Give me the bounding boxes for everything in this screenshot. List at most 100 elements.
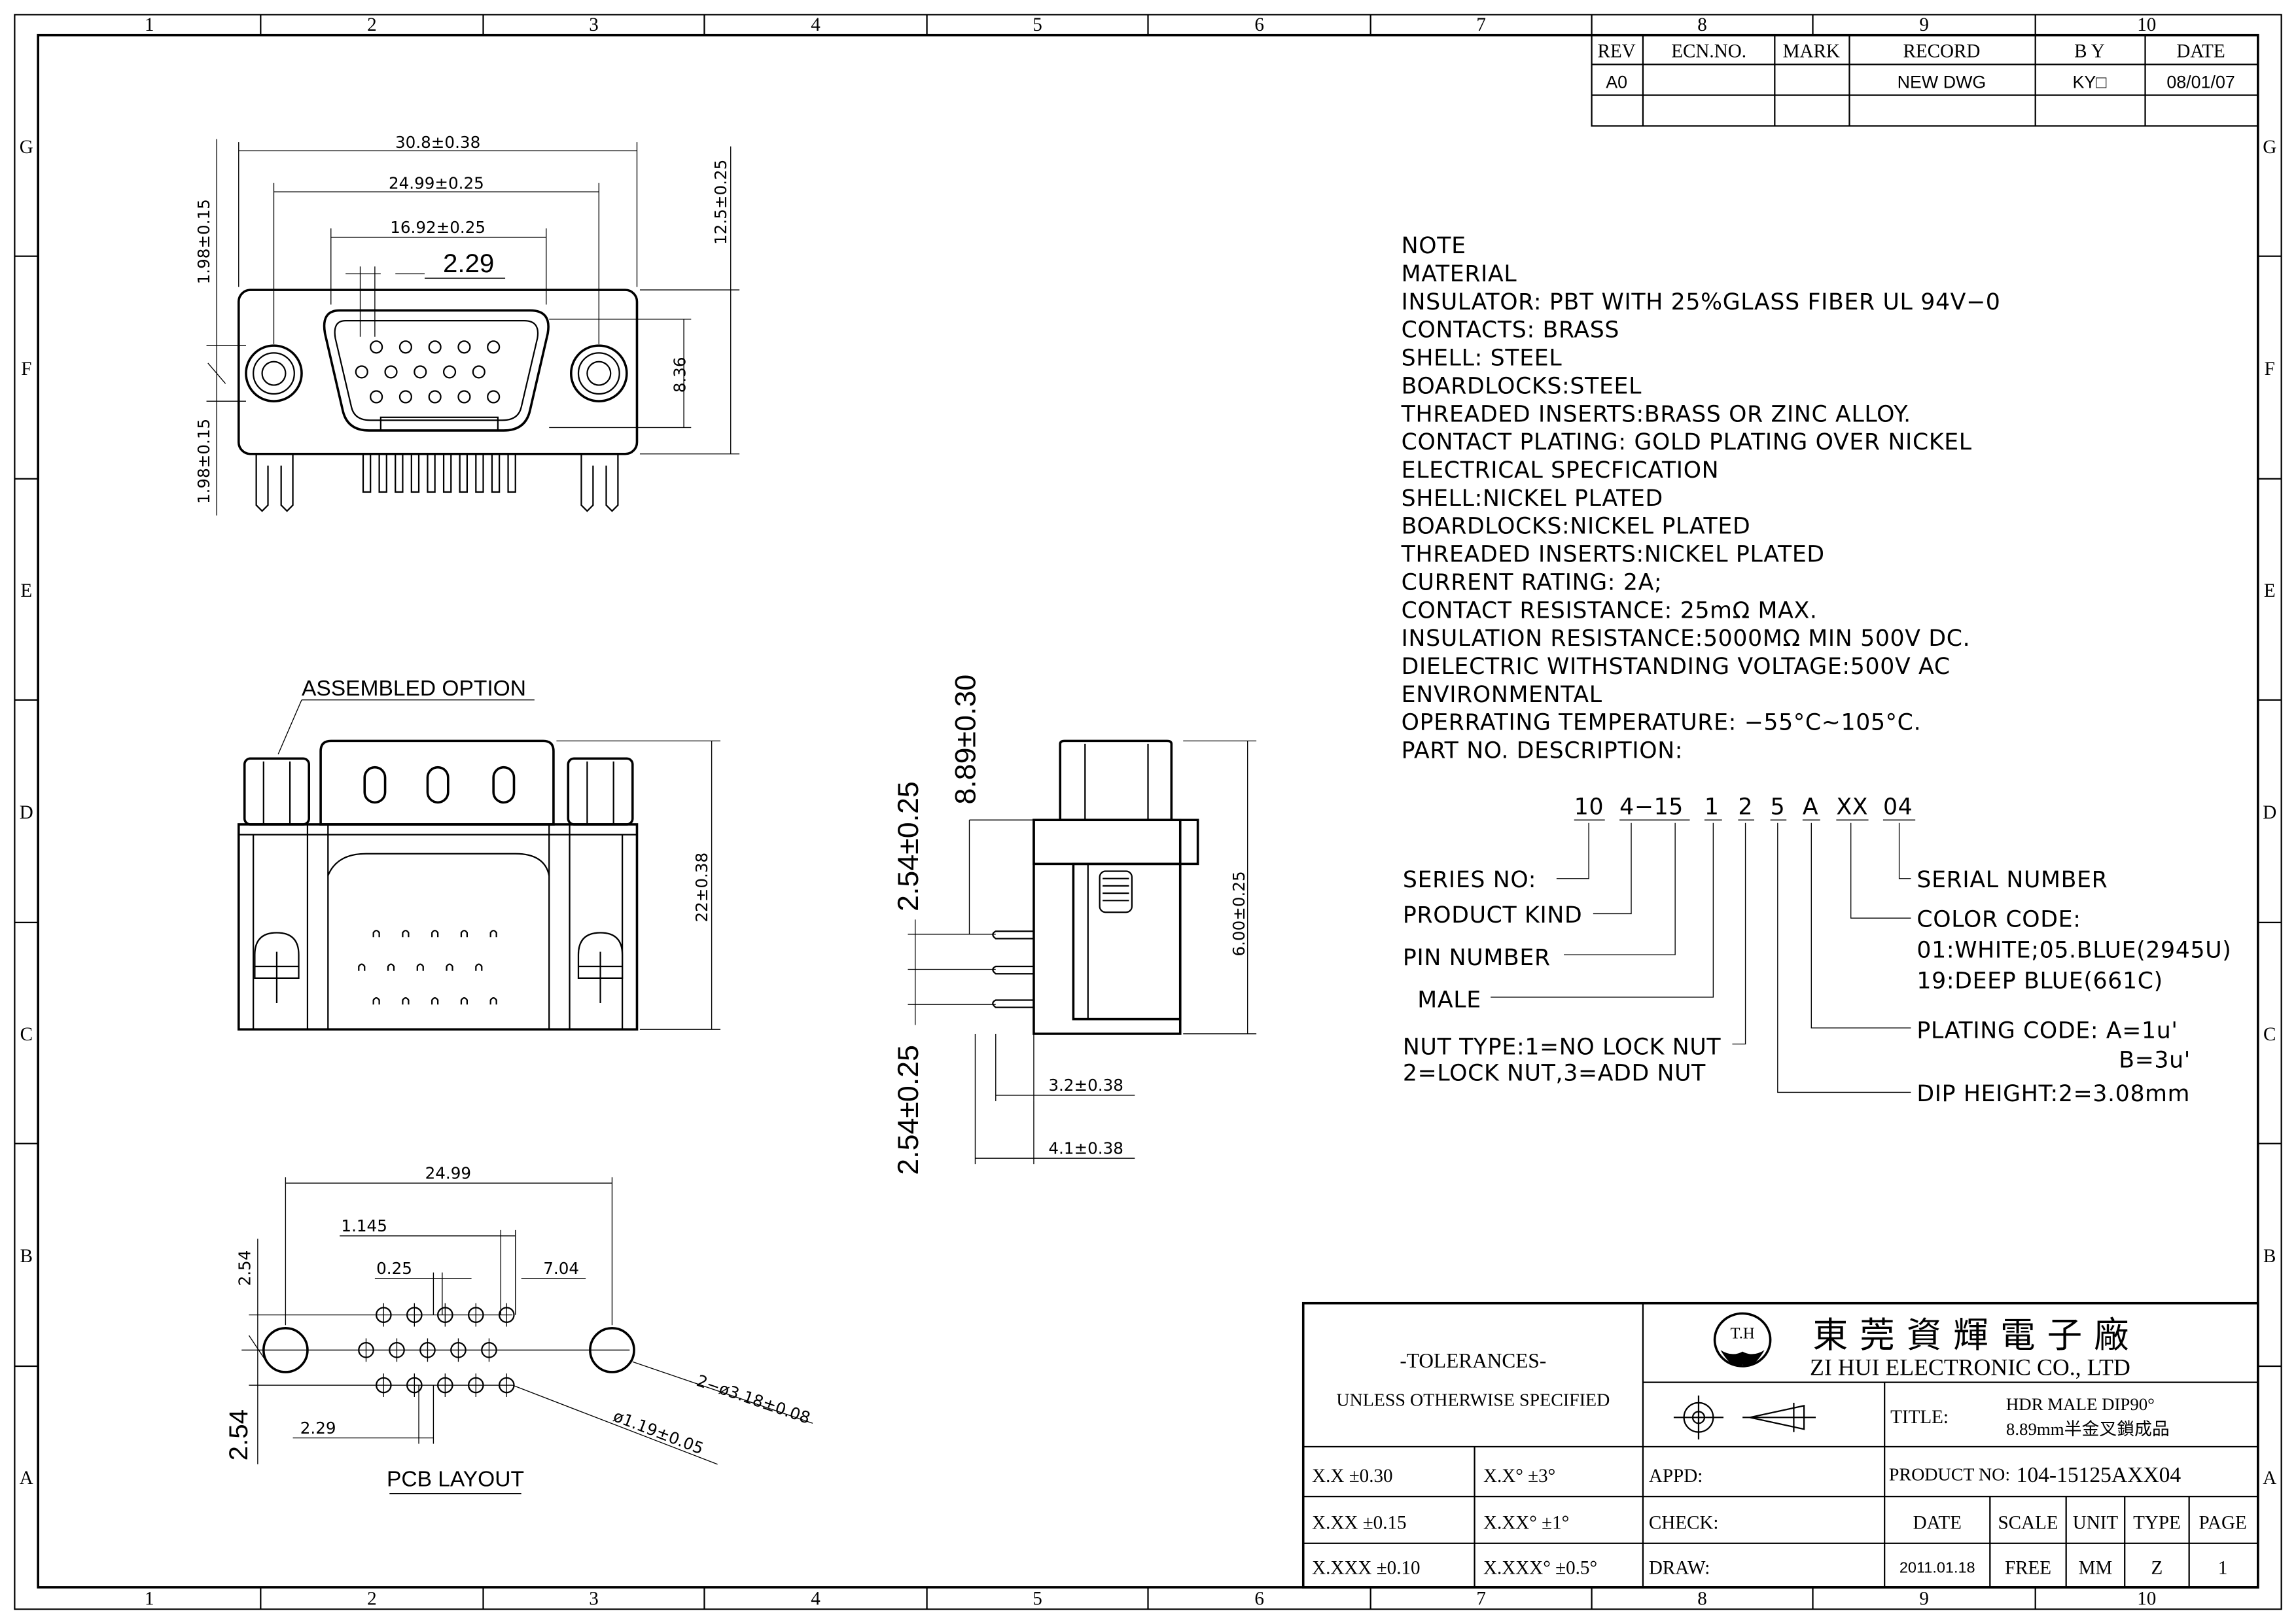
column-label-top: 1 — [145, 14, 154, 35]
top-flange — [237, 289, 639, 455]
contact-hole — [472, 365, 486, 379]
check-label: CHECK: — [1649, 1512, 1719, 1533]
pcb-dim-row-pitch-upper: 2.54 — [236, 1250, 255, 1286]
dim-shell-width: 16.92±0.25 — [390, 218, 486, 237]
pn-seg-color: XX — [1836, 794, 1868, 820]
contact-mark — [372, 930, 380, 938]
assembled-option-label: ASSEMBLED OPTION — [302, 677, 526, 701]
column-label-bottom: 2 — [367, 1589, 377, 1610]
contact-hole — [457, 340, 471, 354]
column-label-top: 5 — [1033, 14, 1042, 35]
pcb-dim-mount-hole: 2−ø3.18±0.08 — [694, 1371, 813, 1428]
note-line: ENVIRONMENTAL — [1402, 682, 1602, 708]
title-line-1: HDR MALE DIP90° — [2006, 1394, 2155, 1414]
pn-seg-nut: 2 — [1738, 794, 1753, 820]
row-label-right: E — [2264, 580, 2276, 601]
front-body — [237, 823, 639, 1031]
note-line: CURRENT RATING: 2A; — [1402, 569, 1663, 595]
contact-pin — [410, 453, 420, 493]
column-label-top: 4 — [811, 14, 821, 35]
rev-row-rev: A0 — [1606, 72, 1627, 92]
note-line: THREADED INSERTS:NICKEL PLATED — [1401, 542, 1825, 568]
front-contact-marks — [358, 930, 497, 1005]
dim-pin-length: 3.2±0.38 — [1048, 1076, 1123, 1095]
contact-pin — [491, 453, 501, 493]
side-hexnut — [1059, 739, 1173, 822]
tol-angular-3: X.XXX° ±0.5° — [1483, 1558, 1597, 1579]
contact-hole — [414, 365, 427, 379]
contact-mark — [489, 997, 497, 1005]
column-label-bottom: 3 — [589, 1589, 599, 1610]
contact-pin — [459, 453, 468, 493]
tol-linear-3: X.XXX ±0.10 — [1312, 1558, 1420, 1579]
contact-pin — [427, 453, 436, 493]
pcb-dim-row-offset: 1.145 — [341, 1216, 387, 1235]
top-view-pins — [362, 453, 516, 493]
appd-label: APPD: — [1649, 1466, 1703, 1487]
pn-seg-kind: 4−15 — [1619, 794, 1684, 820]
note-line: ELECTRICAL SPECFICATION — [1402, 457, 1720, 484]
side-flange — [1033, 819, 1199, 866]
front-shell-top — [319, 739, 555, 826]
top-contact-holes — [355, 340, 501, 404]
pcb-dim-stagger: 0.25 — [376, 1259, 412, 1278]
top-d-shell — [323, 309, 550, 432]
note-line: OPERRATING TEMPERATURE: −55°C~105°C. — [1402, 710, 1922, 736]
contact-hole — [384, 365, 398, 379]
scale-value: FREE — [2005, 1558, 2051, 1579]
company-logo: T.H — [1713, 1312, 1772, 1368]
column-label-top: 8 — [1697, 14, 1707, 35]
row-label-right: C — [2263, 1024, 2276, 1045]
date-value: 2011.01.18 — [1899, 1559, 1975, 1576]
contact-pin — [378, 453, 387, 493]
note-line: CONTACT PLATING: GOLD PLATING OVER NICKE… — [1402, 429, 1972, 455]
dim-upper-offset: 1.98±0.15 — [194, 199, 213, 284]
pn-label-dip: DIP HEIGHT:2=3.08mm — [1916, 1081, 2190, 1107]
pn-seg-series: 10 — [1574, 794, 1604, 820]
top-pin-slot — [380, 416, 499, 432]
pcb-dim-row-pitch-lower: 2.54 — [224, 1409, 253, 1460]
dim-pin-pitch-lower: 2.54±0.25 — [892, 1045, 925, 1175]
row-label-left: C — [20, 1024, 33, 1045]
pcb-dim-mount-pitch: 24.99 — [425, 1164, 471, 1183]
company-name-en: ZI HUI ELECTRONIC CO., LTD — [1810, 1354, 2130, 1380]
side-view-drawing: 8.89±0.30 2.54±0.25 2.54±0.25 6.00±0.25 … — [892, 675, 1257, 1175]
contact-hole — [457, 390, 471, 404]
contact-pin — [442, 453, 452, 493]
draw-label: DRAW: — [1649, 1558, 1710, 1579]
note-line: CONTACT RESISTANCE: 25mΩ MAX. — [1402, 597, 1818, 624]
page-value: 1 — [2218, 1558, 2228, 1579]
rev-row-by: KY□ — [2072, 72, 2107, 92]
front-left-hexnut — [243, 757, 310, 826]
dim-lower-offset: 1.98±0.15 — [194, 419, 213, 504]
rev-header-record: RECORD — [1903, 41, 1980, 62]
contact-mark — [446, 963, 453, 971]
pn-label-series: SERIES NO: — [1403, 867, 1536, 893]
row-label-left: F — [21, 359, 31, 380]
contact-mark — [416, 963, 424, 971]
side-body — [1033, 819, 1182, 1035]
row-label-right: F — [2265, 359, 2275, 380]
svg-text:T.H: T.H — [1731, 1324, 1755, 1342]
unit-value: MM — [2079, 1558, 2113, 1579]
contact-hole — [428, 340, 442, 354]
note-line: BOARDLOCKS:STEEL — [1402, 373, 1642, 399]
contact-pin — [475, 453, 484, 493]
top-view-drawing: 30.8±0.38 24.99±0.25 16.92±0.25 2.29 12.… — [194, 133, 740, 516]
type-value: Z — [2151, 1558, 2163, 1579]
pn-label-kind: PRODUCT KIND — [1403, 902, 1582, 928]
page-header: PAGE — [2199, 1512, 2246, 1533]
column-label-bottom: 6 — [1254, 1589, 1264, 1610]
contact-pin — [507, 453, 516, 493]
projection-symbol — [1673, 1395, 1816, 1439]
dim-nut-pitch: 24.99±0.25 — [389, 174, 484, 193]
pn-label-color-1: 01:WHITE;05.BLUE(2945U) — [1916, 938, 2231, 964]
contact-mark — [402, 997, 410, 1005]
column-label-bottom: 10 — [2137, 1589, 2156, 1610]
dim-dip-height: 8.89±0.30 — [949, 675, 981, 805]
pcb-dim-contact-hole: ø1.19±0.05 — [610, 1406, 706, 1458]
rev-header-date: DATE — [2176, 41, 2225, 62]
front-right-hexnut — [567, 757, 634, 826]
pn-label-pin-number: PIN NUMBER — [1403, 945, 1551, 971]
